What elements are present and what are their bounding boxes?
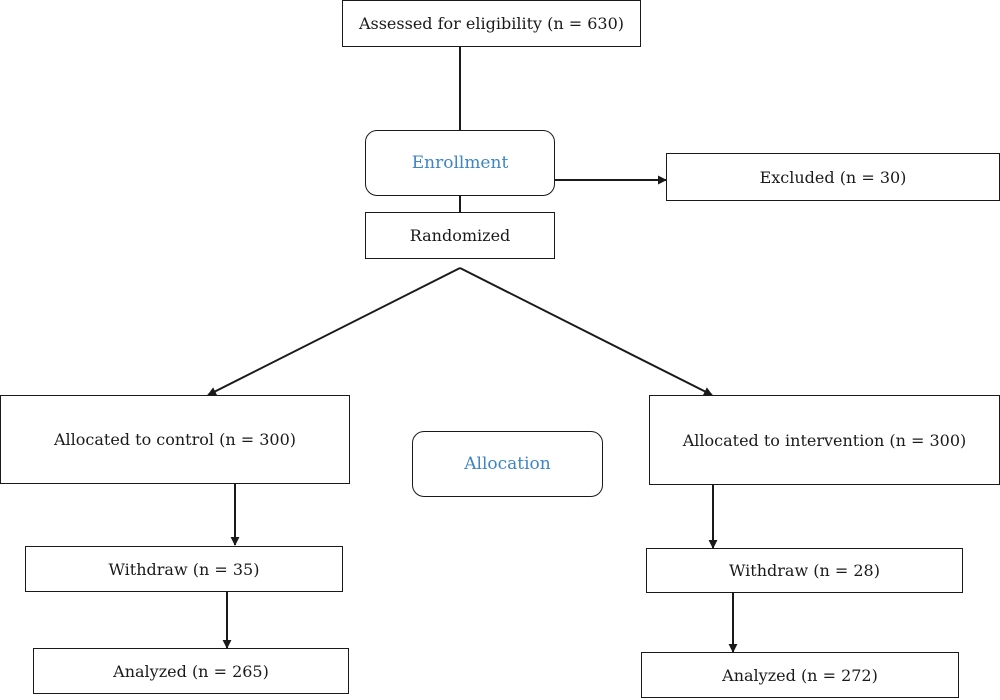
edge-randomized-to-intervention [459,267,713,396]
assessed-label: Assessed for eligibility (n = 630) [358,14,625,33]
randomized-label: Randomized [409,226,511,245]
enrollment-stage-box: Enrollment [365,130,555,196]
allocation-label: Allocation [464,454,551,474]
withdraw-control-label: Withdraw (n = 35) [108,559,260,579]
allocated-intervention-box: Allocated to intervention (n = 300) [649,395,1000,485]
excluded-label: Excluded (n = 30) [759,167,907,187]
withdraw-intervention-box: Withdraw (n = 28) [646,548,963,593]
excluded-box: Excluded (n = 30) [666,153,1000,201]
allocated-intervention-label: Allocated to intervention (n = 300) [682,430,967,450]
allocation-stage-box: Allocation [412,431,603,497]
withdraw-control-box: Withdraw (n = 35) [25,546,343,592]
allocated-control-label: Allocated to control (n = 300) [53,430,296,449]
allocated-control-box: Allocated to control (n = 300) [0,395,350,484]
enrollment-label: Enrollment [411,153,509,173]
analyzed-intervention-box: Analyzed (n = 272) [641,652,959,698]
randomized-box: Randomized [365,212,555,259]
analyzed-control-box: Analyzed (n = 265) [33,648,349,694]
analyzed-control-label: Analyzed (n = 265) [113,661,269,681]
assessed-box: Assessed for eligibility (n = 630) [342,0,641,47]
edge-randomized-to-control [207,267,461,396]
withdraw-intervention-label: Withdraw (n = 28) [729,561,880,580]
analyzed-intervention-label: Analyzed (n = 272) [722,665,878,685]
